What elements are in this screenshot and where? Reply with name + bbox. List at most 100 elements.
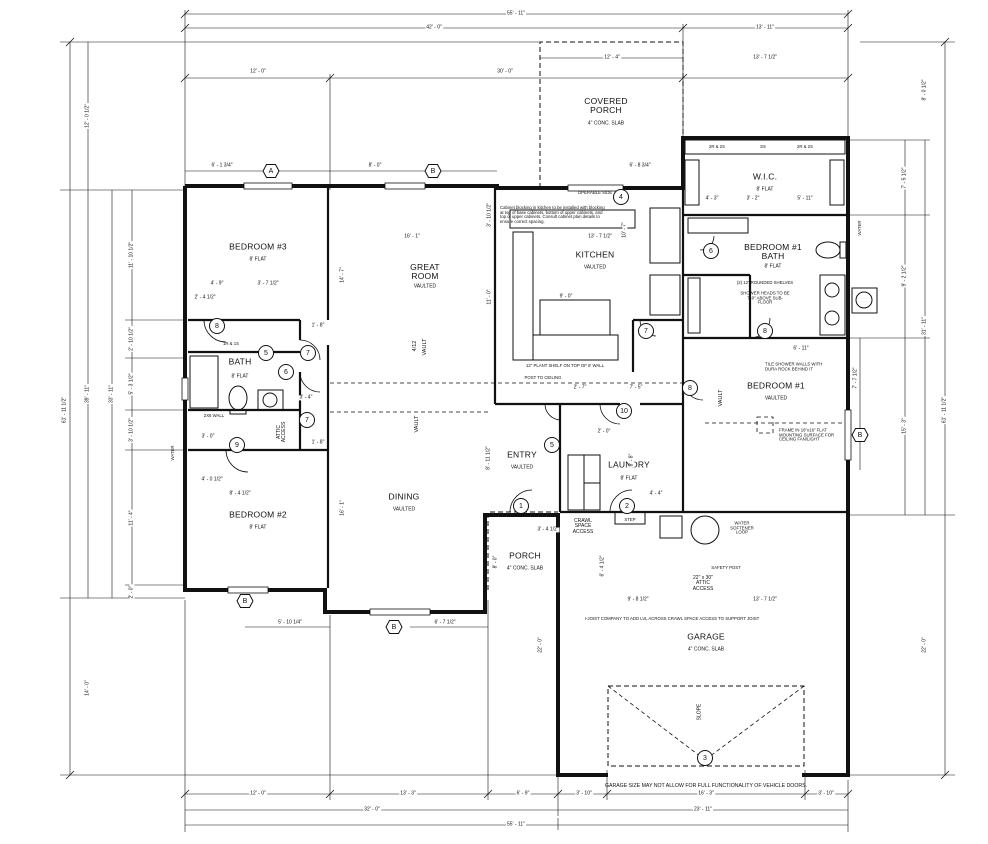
dim-top-overall-c: 13' - 11": [755, 24, 775, 31]
dim-right-outer-a: 61' - 11 1/2": [941, 395, 948, 425]
dim-bottom-16-3: 16' - 3": [697, 790, 715, 797]
door-tag-8a: 8: [209, 318, 225, 334]
room-bedroom1-ceiling: VAULTED: [764, 395, 788, 402]
note-crawl: CRAWL SPACE ACCESS: [572, 518, 594, 535]
section-marker-b3: B: [385, 620, 403, 634]
note-slope: SLOPE: [696, 703, 703, 721]
dim-left-14-0: 14' - 0": [84, 679, 91, 697]
dim-laundry-a: 8' - 8": [628, 452, 635, 468]
fixtures: [189, 139, 878, 545]
dim-laundry-b: 4' - 4": [648, 490, 664, 497]
dim-right-9-2: 9' - 2 1/2": [901, 264, 908, 288]
note-water-left: WATER: [169, 445, 175, 461]
dim-bottom-12: 12' - 0": [249, 790, 267, 797]
note-vault-dining: VAULT: [414, 415, 421, 433]
note-tile-shower: TILE SHOWER WALLS WITH DURA ROCK BEHIND …: [765, 361, 823, 371]
note-ss: SS: [760, 143, 766, 149]
note-2x6-wall: 2X6 WALL: [203, 412, 225, 418]
dim-bottom-btm-a: 5' - 10 1/4": [277, 619, 303, 626]
dim-bottom-3-10b: 3' - 10": [817, 790, 835, 797]
dim-left-outer-a: 61' - 11 1/2": [61, 395, 68, 425]
door-tag-7a: 7: [300, 345, 316, 361]
room-covered-porch-name: COVERED PORCH: [584, 96, 628, 115]
dim-bottom-32: 32' - 0": [363, 806, 381, 813]
note-post: POST TO CEILING: [524, 374, 562, 380]
dim-top-a-offset: 6' - 1 3/4": [210, 162, 234, 169]
dim-left-outer-b: 39' - 11": [84, 384, 91, 404]
door-tag-3: 3: [697, 750, 713, 766]
note-attic-garage: 22" x 30" ATTIC ACCESS: [692, 575, 714, 592]
section-marker-b1-label: B: [430, 167, 436, 175]
dim-great-h: 14' - 7": [339, 266, 346, 284]
room-bedroom1-bath-name: BEDROOM #1 BATH: [744, 242, 802, 261]
dim-wic-a: 4' - 3": [704, 195, 720, 202]
note-vault-great: VAULT: [422, 338, 429, 356]
room-bedroom2-name: BEDROOM #2: [229, 509, 287, 520]
dim-bottom-3-10a: 3' - 10": [575, 790, 593, 797]
door-tag-10: 10: [616, 403, 632, 419]
porch-outline: [487, 41, 805, 767]
room-porch-slab: 4" CONC. SLAB: [506, 565, 544, 572]
note-shower-heads: SHOWER HEADS TO BE 7'-0" ABOVE SUB-FLOOR: [740, 290, 790, 305]
dim-left-porch-depth: 12' - 0 1/2": [84, 103, 91, 129]
door-tag-7b: 7: [299, 412, 315, 428]
dim-left-11-10: 11' - 10 1/2": [128, 240, 135, 270]
dim-br1-w: 6' - 11": [792, 345, 810, 352]
note-water-right: WATER: [856, 220, 862, 236]
room-bedroom1-name: BEDROOM #1: [747, 380, 805, 391]
note-step: STEP: [624, 516, 636, 522]
room-kitchen-ceiling: VAULTED: [583, 264, 607, 271]
door-tag-2: 2: [619, 498, 635, 514]
dim-left-33-11: 33' - 11": [108, 384, 115, 404]
dim-br3-a: 4' - 9": [209, 280, 225, 287]
dim-top-12: 12' - 0": [249, 68, 267, 75]
dim-entry-b: 7' - 5": [628, 384, 644, 391]
dim-left-3-10: 3' - 10 1/2": [128, 417, 135, 443]
section-marker-a-label: A: [268, 167, 274, 175]
dim-garage-b: 13' - 7 1/2": [752, 596, 778, 603]
dim-top-right: 13' - 7 1/2": [752, 54, 778, 61]
dim-left-2-10: 2' - 10 1/2": [128, 326, 135, 352]
dim-entry-c: 2' - 0": [596, 428, 612, 435]
room-wic-ceiling: 8' FLAT: [756, 186, 774, 193]
dimension-ticks: [65, 9, 950, 799]
dim-br2-c: 8' - 4 1/2": [228, 490, 252, 497]
room-porch-name: PORCH: [509, 550, 541, 561]
dim-kitchen-b: 13' - 7 1/2": [587, 233, 613, 240]
dim-top-porch: 12' - 4": [603, 54, 621, 61]
dim-garage-a: 9' - 8 1/2": [626, 596, 650, 603]
door-tag-8c: 8: [682, 380, 698, 396]
room-laundry-ceiling: 8' FLAT: [620, 475, 638, 482]
dim-top-b-offset: 8' - 0": [367, 162, 383, 169]
room-bedroom2-ceiling: 8' FLAT: [249, 524, 267, 531]
room-wic-name: W.I.C.: [752, 171, 778, 182]
windows: [181, 182, 852, 616]
dim-right-31-11: 31' - 11": [921, 316, 928, 336]
door-tag-4: 4: [613, 189, 629, 205]
room-bedroom3-name: BEDROOM #3: [229, 241, 287, 252]
door-tag-5b: 5: [544, 437, 560, 453]
dim-kitchen-e: 10' - 7": [621, 221, 628, 239]
room-kitchen-name: KITCHEN: [575, 249, 615, 260]
dim-br3-c: 2' - 4 1/2": [193, 294, 217, 301]
note-rounded-shelves: (2) 12" ROUNDED SHELVES: [736, 279, 794, 285]
note-2r2s-left: 2R & 2S: [708, 143, 726, 149]
section-marker-b1: B: [424, 164, 442, 178]
hidden-lines: [330, 382, 848, 761]
door-tag-6b: 6: [703, 243, 719, 259]
dim-porch-b: 8' - 0": [492, 554, 499, 570]
room-dining-ceiling: VAULTED: [392, 506, 416, 513]
room-dining-name: DINING: [388, 491, 420, 502]
dim-garage-depth: 22' - 0": [537, 636, 544, 654]
dim-top-30: 30' - 0": [496, 68, 514, 75]
dim-right-7-5: 7' - 5 1/2": [901, 166, 908, 190]
dim-entry-d: 8' - 11 1/2": [485, 445, 492, 471]
door-tag-6a: 6: [278, 364, 294, 380]
dim-right-22-0: 22' - 0": [921, 636, 928, 654]
note-plant-shelf: 12" PLANT SHELF ON TOP OF 8' WALL: [525, 362, 605, 368]
dimension-lines: [60, 10, 955, 832]
room-garage-name: GARAGE: [687, 631, 725, 642]
room-bath-name: BATH: [228, 356, 252, 367]
dim-bottom-overall: 55' - 11": [506, 821, 526, 828]
